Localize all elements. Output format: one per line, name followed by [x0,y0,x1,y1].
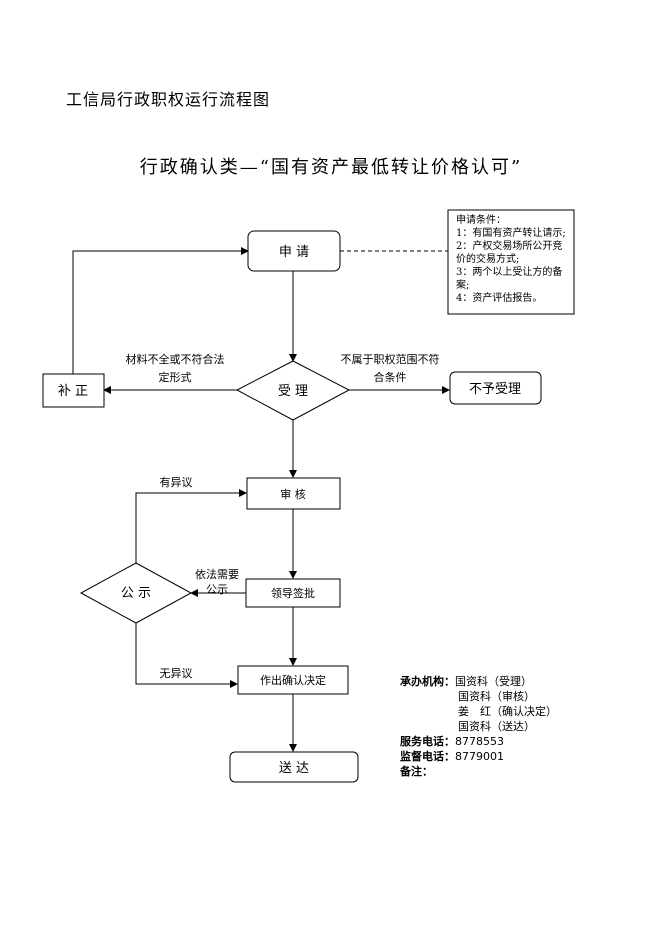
node-deliver-label: 送 达 [279,761,309,776]
page-title: 行政确认类—“国有资产最低转让价格认可” [139,157,523,178]
agency-row: 承办机构：国资科（受理） [400,674,557,689]
agency-line: 国资科（受理） [455,675,532,688]
edge-label-incomplete: 定形式 [159,370,192,384]
edge-correct-apply [72,247,249,374]
node-accept-label: 受 理 [278,384,308,399]
conditions-item: 2：产权交易场所公开竞 [456,239,562,252]
conditions-item: 价的交易方式; [456,252,519,265]
edge-label-incomplete: 材料不全或不符合法 [126,352,225,366]
info-panel: 承办机构：国资科（受理） 国资科（审核） 姜 红（确认决定） 国资科（送达） 服… [400,674,557,779]
node-reject-label: 不予受理 [469,382,521,397]
remarks-label: 备注： [400,765,433,778]
conditions-item: 4：资产评估报告。 [456,291,542,304]
edge-label-objection: 有异议 [160,475,193,489]
edge-label-out-of-scope: 不属于职权范围不符 [341,352,440,366]
conditions-item: 案; [456,278,469,291]
node-apply-label: 申 请 [279,245,309,260]
node-leader [245,578,341,608]
edge-label-no-objection: 无异议 [160,667,193,680]
supervise-phone: 8779001 [455,750,504,763]
edge-label-out-of-scope: 合条件 [374,370,407,384]
conditions-box [447,209,575,315]
supervise-phone-label: 监督电话： [400,750,455,763]
agency-line: 国资科（送达） [458,720,535,733]
conditions-title: 申请条件： [456,213,506,226]
edge-publicity-review [135,489,247,563]
edge-label-legal-publicity: 依法需要 [195,567,239,581]
edge-label-legal-publicity: 公示 [206,583,228,596]
node-review-label: 审 核 [280,487,306,501]
service-phone: 8778553 [455,735,504,748]
node-decision-label: 作出确认决定 [260,673,326,687]
agency-line: 姜 红（确认决定） [458,705,557,718]
service-phone-label: 服务电话： [400,735,455,748]
node-deliver [229,751,359,783]
node-correct-label: 补 正 [58,384,88,399]
node-correct [42,373,105,408]
node-reject [449,371,542,405]
supervise-phone-row: 监督电话：8779001 [400,749,557,764]
node-leader-label: 领导签批 [271,586,315,600]
agency-line: 国资科（审核） [458,690,535,703]
node-review [246,477,341,510]
edge-publicity-decision [135,623,238,688]
agency-label: 承办机构： [400,675,455,688]
service-phone-row: 服务电话：8778553 [400,734,557,749]
conditions-item: 3：两个以上受让方的备 [456,265,562,278]
node-publicity-label: 公 示 [121,586,151,601]
conditions-item: 1：有国有资产转让请示; [456,226,566,239]
remarks-row: 备注： [400,764,557,779]
page-header: 工信局行政职权运行流程图 [66,90,271,109]
